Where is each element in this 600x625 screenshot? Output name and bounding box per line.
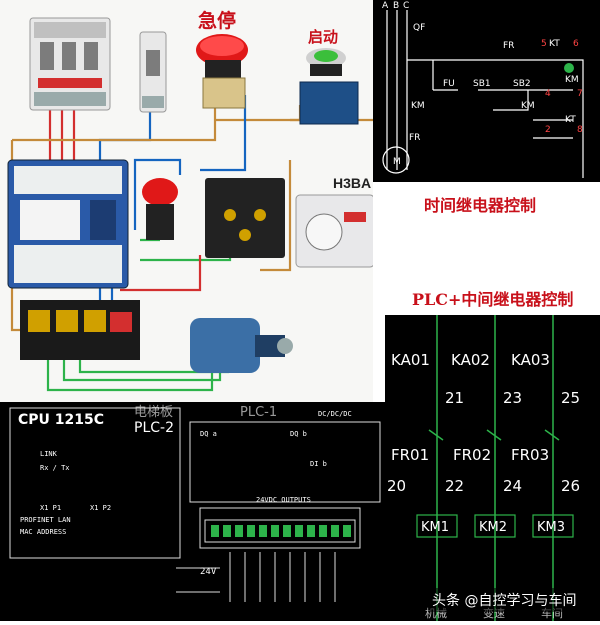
timer-relay-photo [295,194,375,268]
wire-brown-1 [12,95,217,142]
wire-brown-5 [260,160,292,272]
dq-b-label: DQ b [290,430,307,438]
wiring-illustration: H3BA [7,17,375,392]
wire-26: 26 [561,477,580,495]
mac-label: MAC ADDRESS [20,528,66,536]
timer-circuit-diagram: A B C QF FR 5 KT 6 FU SB1 SB2 KM KM KM K… [373,0,600,182]
emergency-stop-button-photo [196,34,248,109]
ladder-diagram: KA01 KA02 KA03 21 23 25 FR01 FR02 FR03 2… [385,315,600,621]
node-7: 7 [577,89,583,99]
three-pole-breaker [29,17,111,111]
plc-header: PLC-1 [240,405,277,420]
wire-20: 20 [387,477,406,495]
fr02: FR02 [453,446,491,464]
wire-21: 21 [445,389,464,407]
wire-22: 22 [445,477,464,495]
plc-name: PLC-2 [134,420,174,436]
coil-km1-box [416,514,458,538]
km-coil-label: KM [565,75,579,85]
sb1-label: SB1 [473,79,491,89]
sb2-label: SB2 [513,79,531,89]
fr-label: FR [503,41,514,51]
plc-type: DC/DC/DC [318,410,352,418]
dq-a-label: DQ a [200,430,217,438]
start-button-photo [299,48,359,125]
watermark: 头条 @自控学习与车间 [428,588,581,612]
relay-ka03: KA03 [511,351,550,369]
qf-label: QF [413,23,425,33]
coil-km3-box [532,514,574,538]
x1p1-label: X1 P1 [40,504,61,512]
start-label: 启动 [308,28,339,46]
node-4: 4 [545,89,551,99]
voltage-label: 24V [200,567,217,577]
fu-label: FU [443,79,455,89]
timer-circuit-svg: A B C QF FR 5 KT 6 FU SB1 SB2 KM KM KM K… [382,1,584,178]
coil-km2: KM2 [479,520,507,535]
phase-c: C [403,1,409,11]
plc-svg: CPU 1215C 电梯板 PLC-2 PLC-1 DC/DC/DC DQ a … [9,405,381,602]
fr-bottom-label: FR [409,133,420,143]
km-aux-label: KM [521,101,535,111]
red-pilot-light [142,178,178,240]
outputs-label: 24VDC OUTPUTS [256,496,311,504]
wire-blue-2 [200,95,247,172]
wire-green-3 [62,360,222,382]
wire-24: 24 [503,477,522,495]
profinet-label: PROFINET LAN [20,516,71,524]
single-pole-breaker [139,31,167,113]
node-5: 5 [541,39,547,49]
wire-blue-1 [98,110,152,160]
emergency-stop-label: 急停 [198,10,237,32]
node-2: 2 [545,125,551,135]
components-photo: H3BA 急停 启动 [0,0,375,402]
timer-model-label: H3BA [333,175,371,191]
thermal-overload-photo [20,300,140,360]
phase-a: A [382,1,389,11]
wire-blue-3 [133,158,182,230]
relay-ka01: KA01 [391,351,430,369]
coil-km1: KM1 [421,520,449,535]
phase-b: B [393,1,399,11]
wire-green-2 [46,360,214,392]
legacy-label: 电梯板 [134,405,173,420]
motor-m-label: M [393,157,401,167]
kt-coil-label: KT [565,115,576,125]
fr03: FR03 [511,446,549,464]
relay-ka02: KA02 [451,351,490,369]
plc-relay-control-title: PLC+中间继电器控制 [412,290,574,309]
cpu-model: CPU 1215C [18,412,104,428]
node-6: 6 [573,39,579,49]
motor-photo [190,318,293,373]
x1p2-label: X1 P2 [90,504,111,512]
plc-diagram: CPU 1215C 电梯板 PLC-2 PLC-1 DC/DC/DC DQ a … [0,402,390,621]
kt-label-top: KT [549,39,560,49]
node-8: 8 [577,125,583,135]
input-tag: DI b [310,460,327,468]
wire-red-breaker [48,110,76,160]
link-label: LINK [40,450,58,458]
fr01: FR01 [391,446,429,464]
coil-km2-box [474,514,516,538]
relay-base-photo [205,178,285,258]
wire-25: 25 [561,389,580,407]
rxtx-label: Rx / Tx [40,464,70,472]
wire-red-2 [120,255,202,292]
coil-km3: KM3 [537,520,565,535]
timer-relay-control-title: 时间继电器控制 [424,196,537,215]
indicator-lamp-icon [564,63,574,73]
wire-23: 23 [503,389,522,407]
km-main-label: KM [411,101,425,111]
ladder-svg: KA01 KA02 KA03 21 23 25 FR01 FR02 FR03 2… [387,315,580,621]
contactor-photo [7,159,129,289]
